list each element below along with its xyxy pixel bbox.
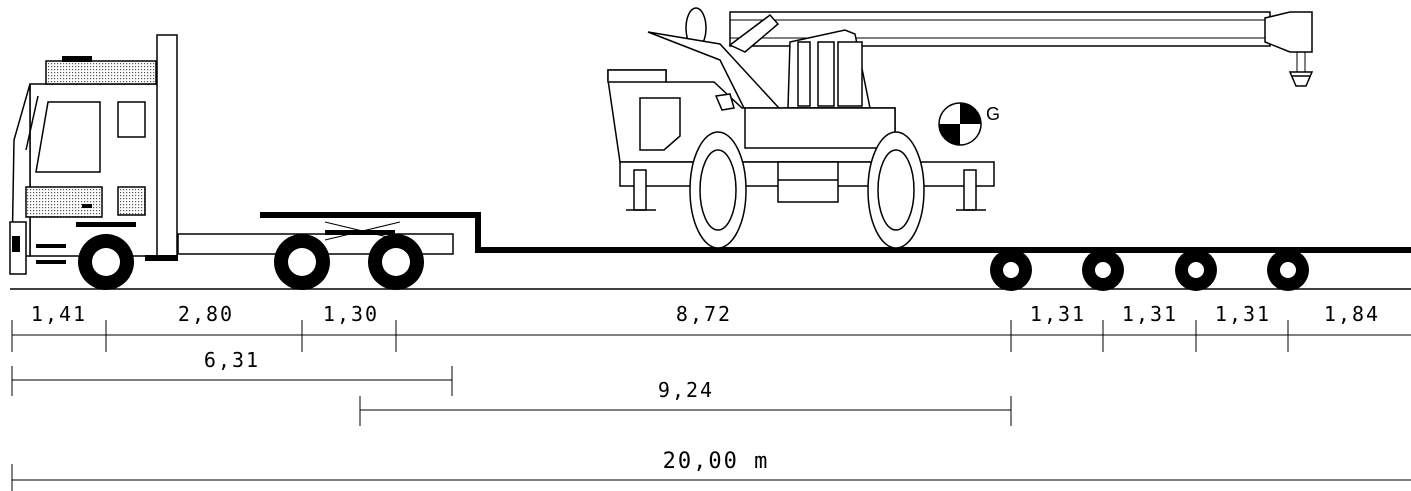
segment-label-2: 2,80	[178, 302, 234, 326]
cab-roof	[45, 60, 157, 85]
dimension-chain: 1,41 2,80 1,30 8,72 1,31 1,31 1,31 1,84	[11, 302, 1411, 352]
trailer-wheel-1	[990, 249, 1032, 291]
segment-label-5: 1,31	[1030, 302, 1086, 326]
outrigger-rear	[956, 169, 986, 211]
segment-label-6: 1,31	[1122, 302, 1178, 326]
segment-label-1: 1,41	[31, 302, 87, 326]
span-label-1: 6,31	[204, 348, 260, 372]
trailer-wheel-2	[1082, 249, 1124, 291]
crane-wheel-rear	[867, 131, 925, 249]
wheel-drive-2	[368, 234, 424, 290]
segment-label-7: 1,31	[1215, 302, 1271, 326]
crane-hook	[1288, 71, 1314, 87]
segment-label-4: 8,72	[676, 302, 732, 326]
trailer-gooseneck	[260, 212, 1411, 253]
trailer-wheel-4	[1267, 249, 1309, 291]
span-kingpin: 6,31	[11, 348, 453, 396]
wheels	[78, 234, 1309, 291]
carrier-window	[639, 97, 681, 151]
exhaust-stack	[156, 34, 178, 257]
span-label-2: 9,24	[658, 378, 714, 402]
center-of-gravity-icon	[938, 102, 982, 146]
segment-label-8: 1,84	[1324, 302, 1380, 326]
crane-wheel-front	[689, 131, 747, 249]
wheel-drive-1	[274, 234, 330, 290]
cab-grille	[25, 186, 103, 218]
span-total: 20,00 m	[11, 449, 1411, 491]
span-label-total: 20,00 m	[663, 449, 770, 474]
mobile-crane: G	[607, 7, 1314, 249]
segment-label-3: 1,30	[323, 302, 379, 326]
span-trailer: 9,24	[359, 378, 1012, 426]
center-of-gravity-label: G	[986, 104, 1000, 124]
outrigger-front	[626, 169, 656, 211]
side-window	[117, 101, 146, 138]
wheel-steer	[78, 234, 134, 290]
trailer-wheel-3	[1175, 249, 1217, 291]
cab-window	[35, 101, 101, 173]
